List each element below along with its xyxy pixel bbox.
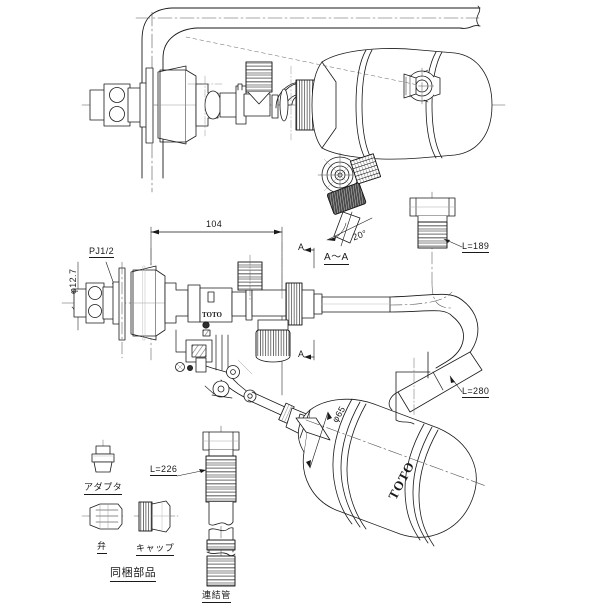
stud-bolt-group [409, 191, 463, 283]
brand-mark-body: TOTO [202, 311, 222, 319]
section-arrow-label-bottom: A [298, 349, 305, 359]
overflow-pipe-group [388, 281, 483, 425]
dim-overflow-length-280: L=280 [462, 386, 490, 398]
part-label-cap: キャップ [136, 541, 175, 556]
dim-diameter-12-7: φ12.7 [68, 268, 78, 294]
section-aa-detail-group [317, 152, 382, 247]
section-title-aa: A～A [324, 248, 349, 265]
included-parts-group [81, 439, 179, 533]
dim-thread-pj12: PJ1/2 [89, 246, 115, 258]
part-label-connector-pipe: 連結管 [202, 588, 231, 603]
dim-stud-length-189: L=189 [462, 241, 490, 253]
section-arrow-label-top: A [298, 242, 305, 252]
part-label-adapter: アダプタ [84, 480, 123, 495]
included-parts-heading: 同梱部品 [110, 564, 157, 582]
top-assembly-group [81, 5, 506, 193]
connector-pipe-group [176, 425, 240, 587]
main-assembly-group [61, 226, 487, 547]
dim-length-104: 104 [206, 219, 223, 229]
dim-connector-length-226: L=226 [150, 464, 178, 476]
part-label-valve: 弁 [97, 539, 107, 554]
